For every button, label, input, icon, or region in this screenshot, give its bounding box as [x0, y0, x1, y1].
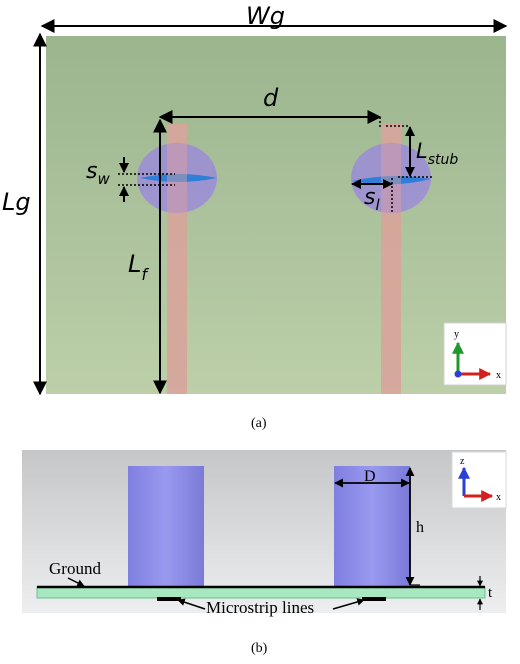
panel-b: Ground Microstrip lines D h t z x (b)	[22, 450, 507, 656]
lstub-label: Lstub	[416, 139, 458, 168]
panel-a: Wg Lg d Lf Lstub sw sl y	[2, 2, 508, 431]
microstrip-left	[157, 597, 181, 601]
ground-label: Ground	[49, 559, 101, 578]
sw-label: sw	[86, 159, 110, 188]
sl-label: sl	[364, 185, 380, 214]
axis-y-label: y	[454, 329, 459, 340]
height-label: h	[416, 519, 424, 536]
wg-label: Wg	[246, 2, 285, 30]
substrate	[36, 586, 486, 599]
ground-plane	[46, 36, 506, 394]
axis-z-label: z	[460, 456, 465, 467]
diameter-label: D	[364, 468, 376, 485]
caption-a: (a)	[251, 416, 267, 431]
caption-b: (b)	[251, 641, 268, 656]
dra-cylinder-left	[128, 466, 204, 586]
axis-x-label: x	[496, 370, 501, 381]
d-label: d	[263, 84, 279, 112]
microstrip-label: Microstrip lines	[206, 598, 314, 617]
lf-label: Lf	[128, 250, 149, 284]
thickness-label: t	[488, 585, 493, 601]
lg-label: Lg	[2, 188, 31, 216]
axis-triad-xz: z x	[451, 451, 507, 509]
axis-x-label-b: x	[496, 492, 501, 503]
axis-triad-xy: y x	[443, 322, 507, 386]
microstrip-right	[362, 597, 386, 601]
